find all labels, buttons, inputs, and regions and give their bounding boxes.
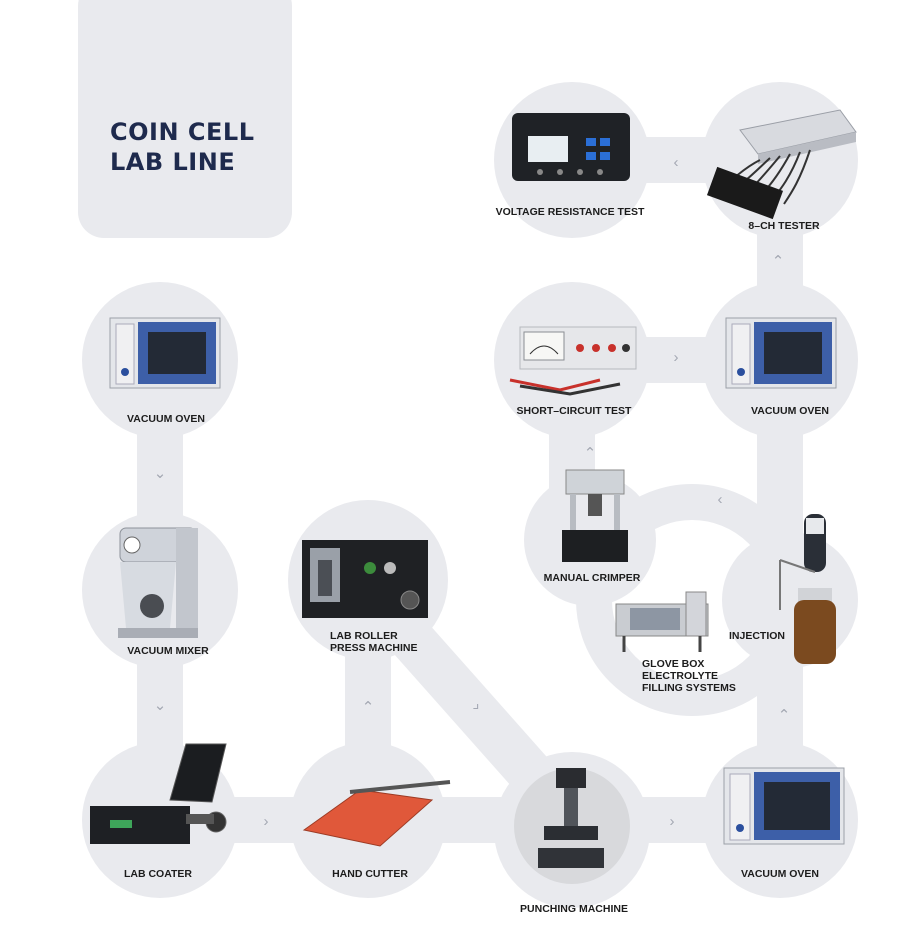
right-arrow-icon: › bbox=[667, 349, 685, 367]
label-hand-cutter: HAND CUTTER bbox=[332, 868, 408, 880]
punching-machine-icon bbox=[514, 768, 630, 884]
left-arrow-icon: ‹ bbox=[667, 154, 685, 172]
title-card: COIN CELL LAB LINE bbox=[78, 0, 292, 238]
glove-box-line-1: GLOVE BOX bbox=[642, 658, 736, 670]
right-arrow-icon: › bbox=[257, 813, 275, 831]
corner-arrow-icon: ⌟ bbox=[467, 695, 485, 713]
vacuum-oven-icon bbox=[110, 318, 220, 388]
label-vacuum-mixer: VACUUM MIXER bbox=[127, 645, 208, 657]
up-arrow-icon: ⌃ bbox=[581, 445, 599, 463]
glove-box-line-3: FILLING SYSTEMS bbox=[642, 682, 736, 694]
up-arrow-icon: ⌃ bbox=[775, 707, 793, 725]
label-vacuum-oven-left: VACUUM OVEN bbox=[127, 413, 205, 425]
label-glove-box: GLOVE BOX ELECTROLYTE FILLING SYSTEMS bbox=[642, 658, 736, 694]
glove-box-line-2: ELECTROLYTE bbox=[642, 670, 736, 682]
vacuum-mixer-icon bbox=[118, 528, 198, 638]
title-line-1: COIN CELL bbox=[110, 118, 254, 146]
label-short-circuit-test: SHORT–CIRCUIT TEST bbox=[517, 405, 632, 417]
up-arrow-icon: ⌃ bbox=[769, 253, 787, 271]
up-arrow-icon: ⌃ bbox=[359, 699, 377, 717]
label-manual-crimper: MANUAL CRIMPER bbox=[544, 572, 641, 584]
glove-box-icon bbox=[616, 592, 708, 652]
label-voltage-resistance-test: VOLTAGE RESISTANCE TEST bbox=[496, 206, 645, 218]
title-line-2: LAB LINE bbox=[110, 148, 235, 176]
down-arrow-icon: ⌄ bbox=[151, 697, 169, 715]
label-lab-roller-press: LAB ROLLER PRESS MACHINE bbox=[330, 630, 418, 654]
left-arrow-icon: ‹ bbox=[711, 491, 729, 509]
label-punching-machine: PUNCHING MACHINE bbox=[520, 903, 628, 915]
crimper-icon bbox=[562, 470, 628, 562]
vacuum-oven-icon bbox=[726, 318, 836, 388]
vacuum-oven-icon bbox=[724, 768, 844, 844]
label-8ch-tester: 8–CH TESTER bbox=[748, 220, 819, 232]
right-arrow-icon: › bbox=[663, 813, 681, 831]
label-lab-coater: LAB COATER bbox=[124, 868, 192, 880]
label-vacuum-oven-top: VACUUM OVEN bbox=[751, 405, 829, 417]
down-arrow-icon: ⌄ bbox=[151, 465, 169, 483]
label-vacuum-oven-bottom: VACUUM OVEN bbox=[741, 868, 819, 880]
voltage-tester-icon bbox=[512, 113, 630, 181]
roller-press-line-1: LAB ROLLER bbox=[330, 630, 418, 642]
label-injection: INJECTION bbox=[729, 630, 785, 642]
roller-press-line-2: PRESS MACHINE bbox=[330, 642, 418, 654]
roller-press-icon bbox=[302, 540, 428, 618]
